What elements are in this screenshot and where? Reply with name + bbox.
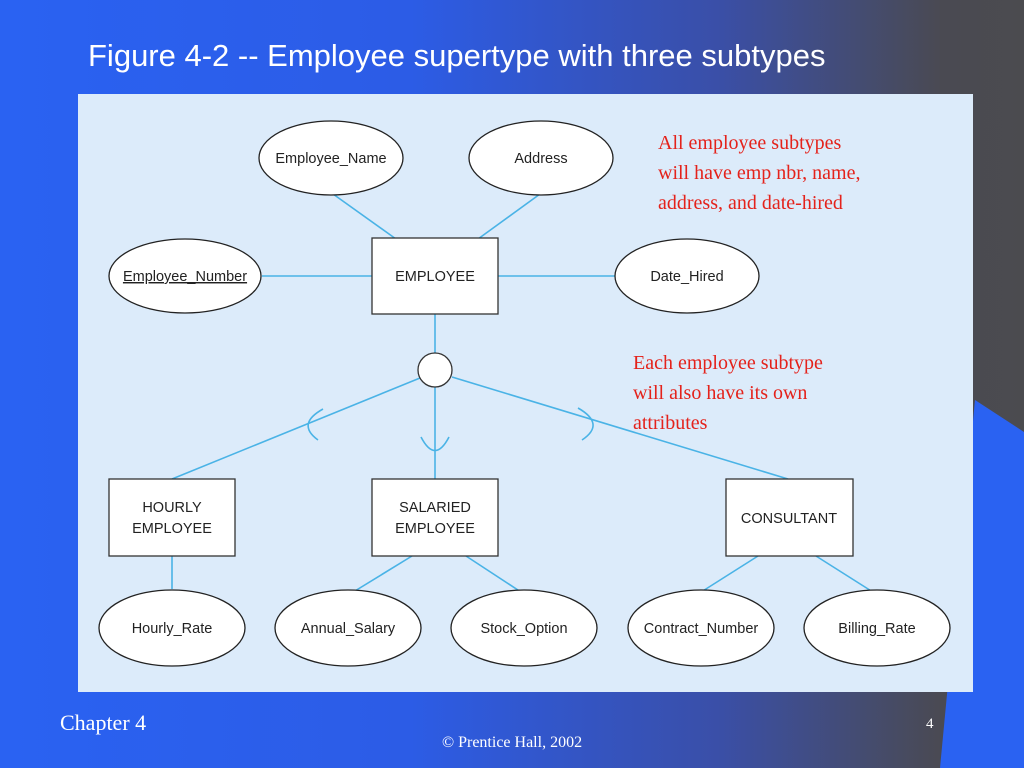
attribute-employee-name [258, 120, 404, 196]
connector-circle-hourly [171, 377, 421, 480]
entity-hourly-employee-label-line1: HOURLY [142, 500, 202, 516]
attribute-date-hired [614, 238, 760, 314]
subset-symbol-salaried [420, 436, 450, 452]
attribute-stock-option [450, 589, 598, 667]
attribute-billing-rate-label: Billing_Rate [838, 621, 915, 637]
attribute-contract-number-label: Contract_Number [644, 621, 759, 637]
annotation-common-attributes: All employee subtypes will have emp nbr,… [658, 132, 861, 214]
attribute-address-label: Address [514, 151, 567, 167]
attribute-stock-option-label: Stock_Option [480, 621, 567, 637]
connector-circle-consultant [451, 376, 789, 480]
connector-employee-name [332, 193, 397, 240]
attribute-contract-number [627, 589, 775, 667]
attribute-date-hired-label: Date_Hired [650, 269, 723, 285]
attribute-address [468, 120, 614, 196]
connector-annual-salary [349, 555, 413, 595]
subset-symbol-hourly [307, 408, 324, 441]
connector-address [477, 193, 541, 240]
entity-salaried-employee-label-line2: EMPLOYEE [395, 521, 475, 537]
entity-consultant-label: CONSULTANT [741, 511, 837, 527]
attribute-employee-number-label: Employee_Number [123, 269, 247, 285]
subset-symbol-consultant [577, 407, 594, 441]
entity-hourly-employee [108, 478, 236, 557]
entity-employee-label: EMPLOYEE [395, 269, 475, 285]
slide-title: Figure 4-2 -- Employee supertype with th… [88, 38, 826, 73]
connector-stock-option [465, 555, 525, 595]
er-diagram: Employee_Name Address Employee_Number Da… [98, 120, 951, 667]
connector-billing-rate [815, 555, 877, 595]
attribute-annual-salary [274, 589, 422, 667]
page-number: 4 [926, 716, 934, 732]
attribute-employee-name-label: Employee_Name [275, 151, 386, 167]
annotation-own-attributes: Each employee subtype will also have its… [633, 352, 823, 434]
attribute-employee-number [108, 238, 262, 314]
chapter-label: Chapter 4 [60, 710, 147, 735]
subtype-circle [417, 352, 453, 388]
copyright-notice: © Prentice Hall, 2002 [441, 734, 583, 751]
attribute-hourly-rate [98, 589, 246, 667]
entity-consultant [725, 478, 854, 557]
attribute-billing-rate [803, 589, 951, 667]
attribute-annual-salary-label: Annual_Salary [301, 621, 396, 637]
connector-lines [171, 193, 877, 595]
diagram-panel: Employee_Name Address Employee_Number Da… [78, 94, 973, 692]
attribute-hourly-rate-label: Hourly_Rate [132, 621, 213, 637]
entity-employee [371, 237, 499, 315]
entity-salaried-employee-label-line1: SALARIED [399, 500, 471, 516]
entity-hourly-employee-label-line2: EMPLOYEE [132, 521, 212, 537]
connector-contract-number [697, 555, 759, 595]
entity-salaried-employee [371, 478, 499, 557]
